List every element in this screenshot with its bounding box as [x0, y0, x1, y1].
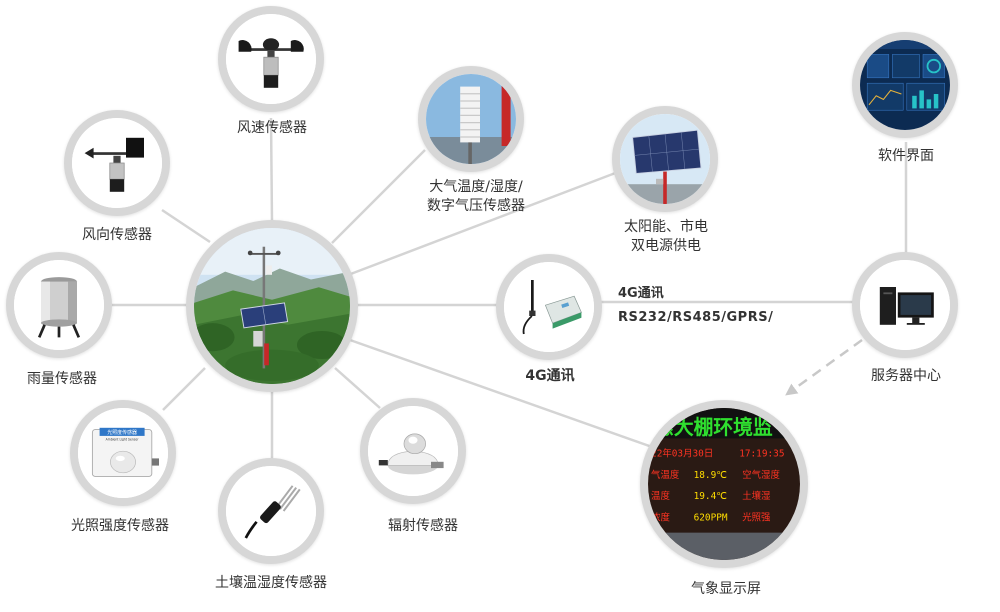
led-row1-time: 17:19:35	[739, 449, 784, 460]
led-row4-label: 浓度	[651, 511, 670, 523]
air-temp-label-line1: 大气温度/湿度/	[429, 179, 523, 195]
led-row4-extra: 光照强	[742, 511, 771, 523]
link-display	[349, 338, 656, 450]
link-air-temp	[331, 149, 426, 244]
power-label: 太阳能、市电 双电源供电	[624, 218, 708, 256]
radiation-label: 辐射传感器	[388, 518, 458, 534]
link-radiation	[334, 367, 381, 409]
led-row2-value: 18.9℃	[694, 470, 727, 481]
link-wind-speed	[269, 117, 274, 223]
led-row1-date: 22年03月30日	[651, 448, 713, 460]
anemometer-icon	[226, 14, 316, 104]
led-row2-extra: 空气湿度	[742, 469, 780, 481]
led-row3-extra: 土壤湿	[742, 490, 771, 502]
solar-panel-photo	[620, 114, 710, 204]
soil-probe-icon	[226, 466, 316, 556]
rain-sensor-node	[6, 252, 112, 358]
power-label-line2: 双电源供电	[631, 238, 701, 254]
link-light	[162, 367, 206, 411]
wind-vane-icon	[72, 118, 162, 208]
soil-label: 土壤温湿度传感器	[215, 575, 327, 591]
air-temp-sensor-node	[418, 66, 524, 172]
light-sensor-node: 光照度传感器 Ambient Light Sensor	[70, 400, 176, 506]
led-row3-label: 温度	[651, 490, 670, 502]
wind-speed-label: 风速传感器	[237, 120, 307, 136]
radiation-sensor-node	[360, 398, 466, 504]
server-label: 服务器中心	[871, 368, 941, 384]
comm-module-node	[496, 254, 602, 360]
rain-gauge-icon	[14, 260, 104, 350]
radiation-sensor-icon	[368, 406, 458, 496]
soil-sensor-node	[218, 458, 324, 564]
comm-label: 4G通讯	[525, 368, 575, 384]
louver-box-photo	[426, 74, 516, 164]
display-label: 气象显示屏	[691, 581, 761, 597]
connection-protocols: RS232/RS485/GPRS/	[618, 310, 774, 325]
led-row4-value: 620PPM	[694, 512, 728, 523]
connection-title: 4G通讯	[618, 286, 664, 301]
power-label-line1: 太阳能、市电	[624, 219, 708, 235]
wind-speed-sensor-node	[218, 6, 324, 112]
led-title: 惠大棚环境监	[654, 416, 773, 439]
led-row3-value: 19.4℃	[694, 491, 727, 502]
air-temp-label: 大气温度/湿度/ 数字气压传感器	[427, 178, 525, 216]
software-label: 软件界面	[878, 148, 934, 164]
power-supply-node	[612, 106, 718, 212]
link-wind-direction	[161, 208, 211, 244]
rain-label: 雨量传感器	[27, 371, 97, 387]
light-sensor-icon: 光照度传感器 Ambient Light Sensor	[78, 408, 168, 498]
server-node	[852, 252, 958, 358]
link-server-to-display	[785, 338, 863, 396]
server-computer-icon	[860, 260, 950, 350]
air-temp-label-line2: 数字气压传感器	[427, 198, 525, 214]
light-label: 光照强度传感器	[71, 518, 169, 534]
light-sensor-box-title: 光照度传感器	[107, 429, 137, 436]
light-sensor-box-subtitle: Ambient Light Sensor	[106, 437, 140, 441]
weather-station-node	[186, 220, 358, 392]
weather-station-photo	[194, 228, 350, 384]
led-row2-label: 气温度	[651, 469, 680, 481]
software-node	[852, 32, 958, 138]
wind-direction-sensor-node	[64, 110, 170, 216]
wind-direction-label: 风向传感器	[82, 227, 152, 243]
software-screenshot	[860, 40, 950, 130]
link-power	[347, 170, 619, 277]
led-display-photo: 惠大棚环境监 22年03月30日 17:19:35 气温度 18.9℃ 空气湿度…	[648, 408, 800, 560]
led-display-node: 惠大棚环境监 22年03月30日 17:19:35 气温度 18.9℃ 空气湿度…	[640, 400, 808, 568]
dtu-module-icon	[504, 262, 594, 352]
